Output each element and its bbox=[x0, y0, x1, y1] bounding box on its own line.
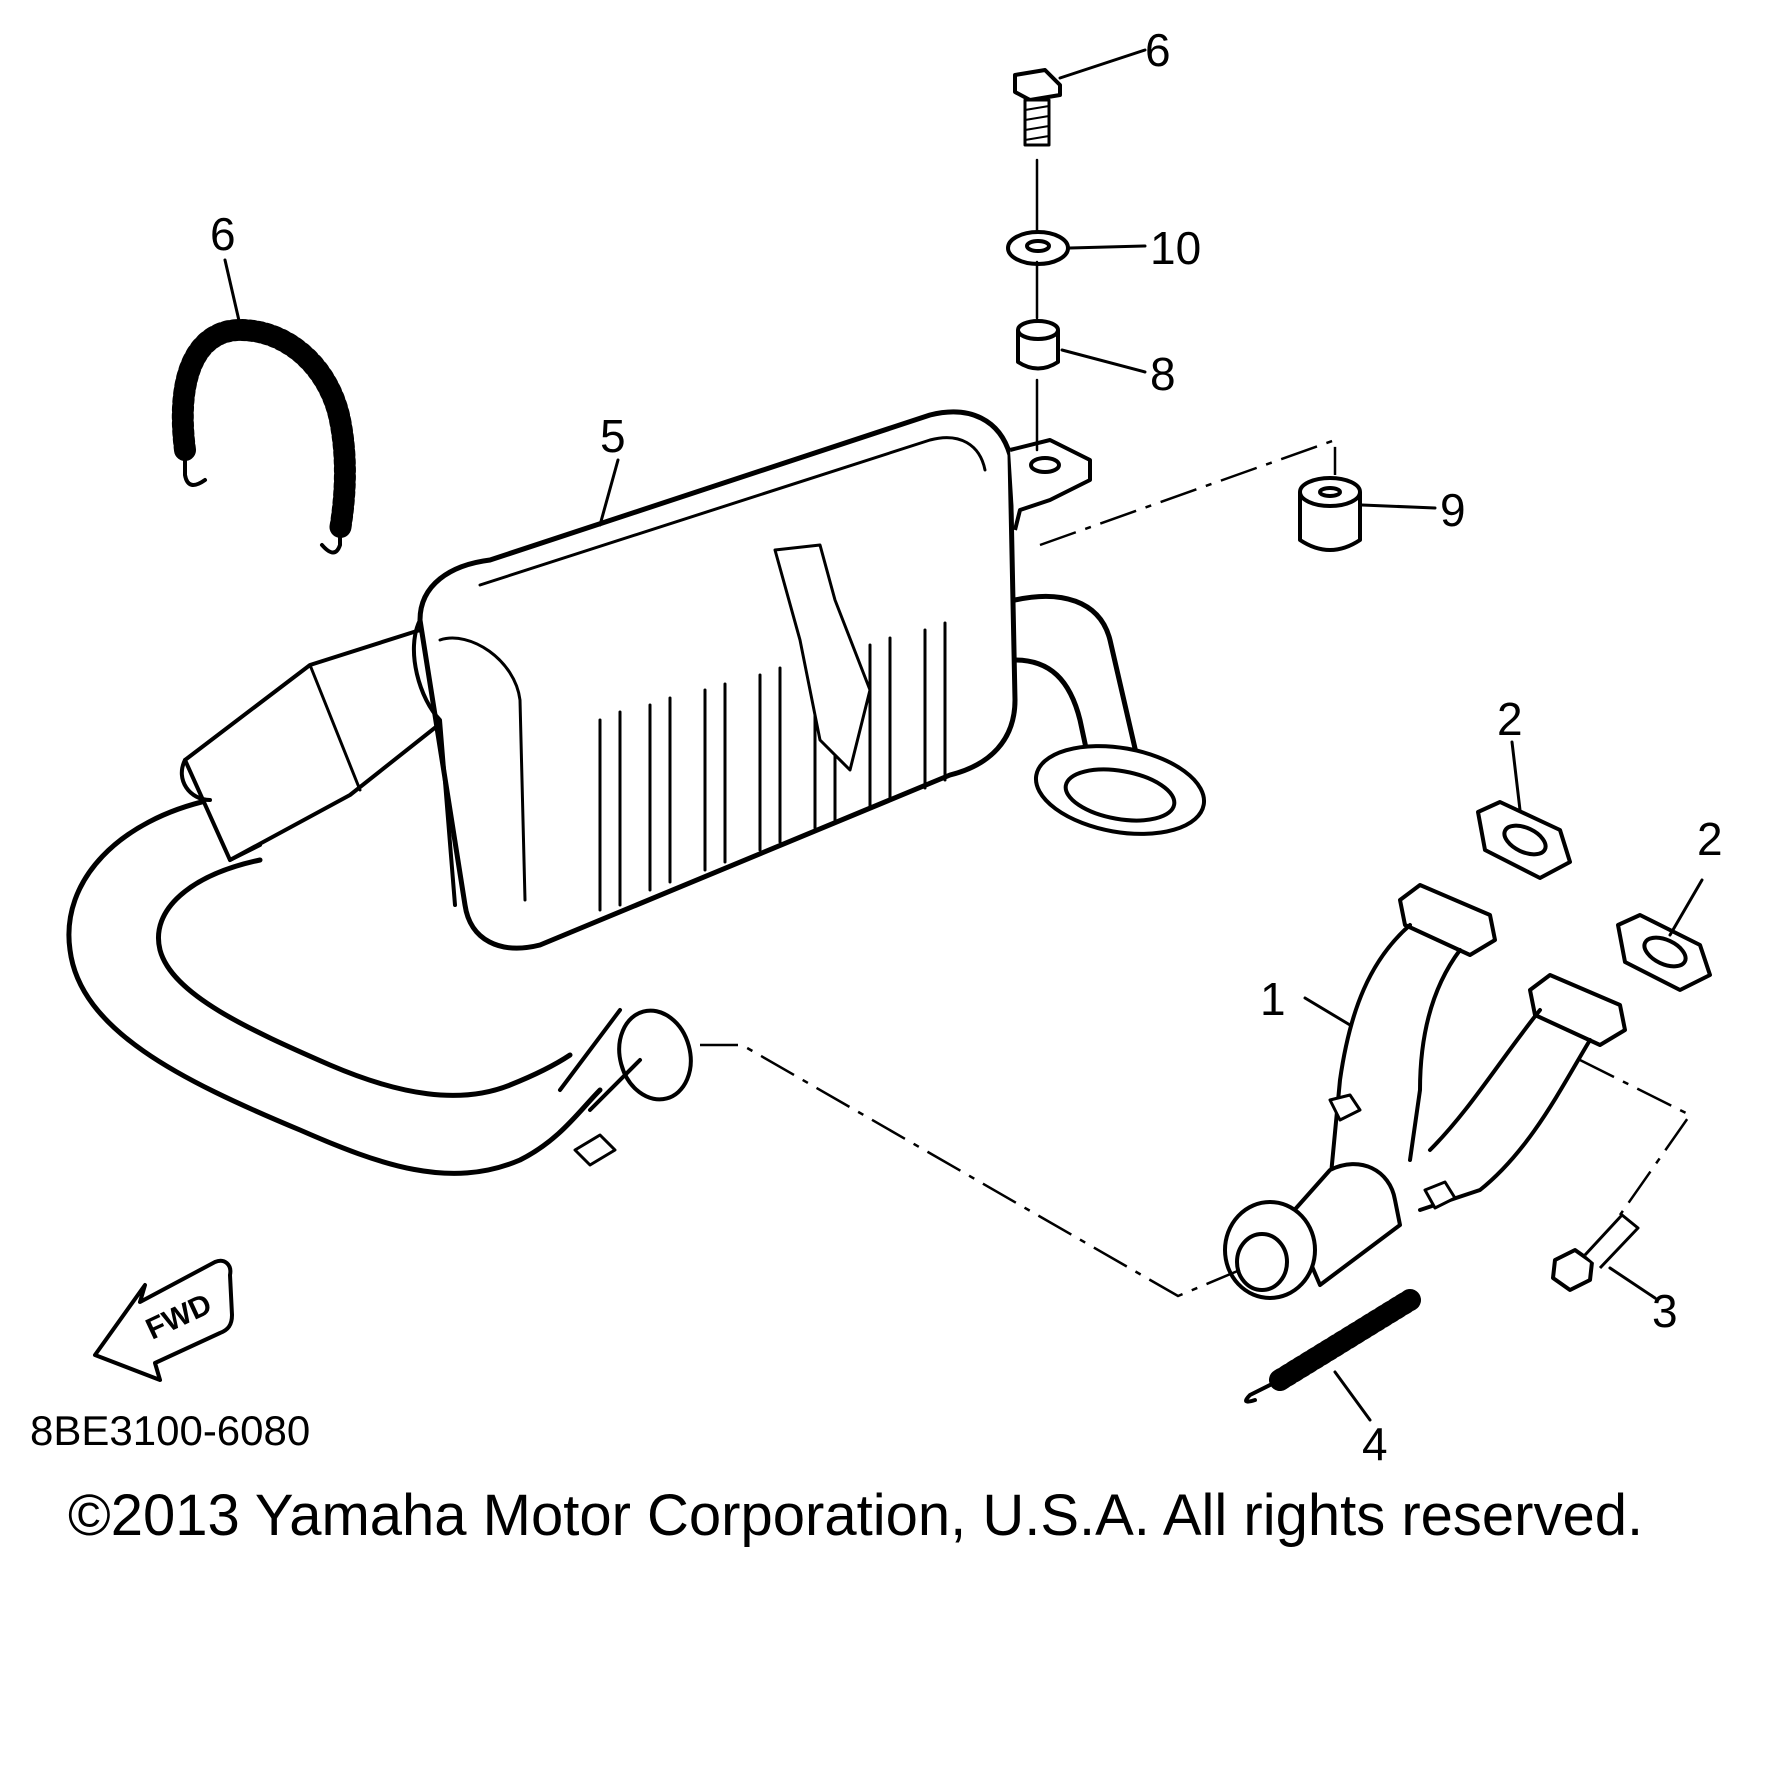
part-1-exhaust-pipe[interactable] bbox=[1223, 883, 1627, 1300]
callout-10: 10 bbox=[1150, 222, 1201, 274]
part-2-gasket-left[interactable] bbox=[1476, 800, 1572, 880]
part-7-bolt[interactable] bbox=[1013, 68, 1062, 147]
part-8-collar[interactable] bbox=[1016, 319, 1060, 371]
fwd-arrow-icon: FWD bbox=[93, 1258, 234, 1382]
part-6-spring-hose[interactable] bbox=[171, 319, 356, 555]
callout-5: 5 bbox=[600, 410, 626, 462]
part-10-washer[interactable] bbox=[1006, 230, 1070, 266]
callout-8: 8 bbox=[1150, 348, 1176, 400]
callout-1: 1 bbox=[1260, 973, 1286, 1025]
diagram-part-code: 8BE3100-6080 bbox=[30, 1407, 310, 1454]
assembly-line-damper bbox=[1039, 438, 1337, 547]
leader-lines bbox=[223, 48, 1704, 1422]
part-2-gasket-right[interactable] bbox=[1616, 913, 1712, 992]
callout-7: 6 bbox=[1145, 24, 1171, 76]
assembly-line-joint bbox=[700, 1043, 1241, 1298]
part-4-spring[interactable] bbox=[1244, 1289, 1421, 1404]
copyright-notice: ©2013 Yamaha Motor Corporation, U.S.A. A… bbox=[68, 1483, 1643, 1548]
callout-2-left: 2 bbox=[1497, 693, 1523, 745]
part-9-damper[interactable] bbox=[1298, 476, 1362, 552]
callout-4: 4 bbox=[1362, 1418, 1388, 1470]
callout-2-right: 2 bbox=[1697, 813, 1723, 865]
part-3-bolt[interactable] bbox=[1551, 1213, 1640, 1292]
part-5-muffler[interactable] bbox=[66, 409, 1211, 1176]
callout-6: 6 bbox=[210, 208, 236, 260]
assembly-line-bolt-3 bbox=[1579, 1058, 1692, 1216]
callout-3: 3 bbox=[1652, 1285, 1678, 1337]
callout-9: 9 bbox=[1440, 484, 1466, 536]
